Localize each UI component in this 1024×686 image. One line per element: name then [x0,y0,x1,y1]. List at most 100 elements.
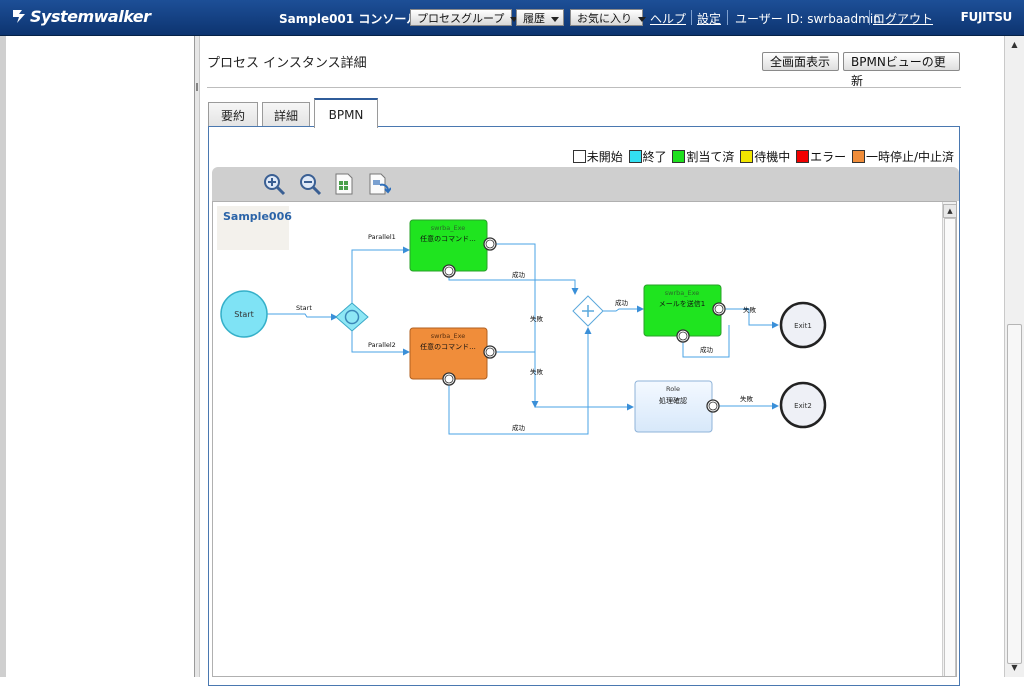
flow-label: 失敗 [740,394,754,403]
legend-not-started: 未開始 [572,148,623,165]
flow-start [267,313,338,321]
legend-label: 待機中 [754,150,791,164]
start-event-label: Start [234,310,254,319]
task-role: swrba_Exe [431,224,466,232]
legend-label: 割当て済 [686,150,735,164]
bpmn-canvas[interactable]: Sample006 Start Parallel1 [212,201,957,677]
page-vertical-scrollbar[interactable]: ▲ ▼ [1004,36,1024,677]
flow-parallel2 [351,327,410,356]
legend-completed: 終了 [628,148,667,165]
menu-favorites-label: お気に入り [577,12,632,25]
legend-swatch [740,150,754,163]
fit-page-icon[interactable] [332,172,356,196]
user-id-label: ユーザー ID: swrbaadmin [735,12,881,26]
legend-label: 一時停止/中止済 [865,150,954,164]
title-divider [207,87,961,88]
end-event-exit1[interactable] [779,301,827,349]
legend-swatch [572,150,586,163]
chevron-down-icon [510,16,519,22]
legend-swatch [672,150,686,163]
flow-label: 成功 [615,298,629,307]
export-icon[interactable] [367,172,391,196]
scroll-up-icon[interactable]: ▲ [1011,40,1018,49]
flow-label: Parallel2 [368,341,396,349]
flow-task3-failure [719,308,779,329]
navigation-pane [0,36,194,677]
end-event-label: Exit2 [794,402,812,410]
task-name: 処理確認 [659,396,687,405]
parallel-gateway[interactable] [335,302,369,332]
diagram-toolbar [212,167,959,201]
fujitsu-logo: FUJITSU [960,10,1013,24]
gateway-marker-icon [344,309,360,325]
refresh-bpmn-button[interactable]: BPMNビューの更新 [843,52,960,88]
settings-link[interactable]: 設定 [697,12,722,26]
scroll-thumb[interactable] [944,218,956,676]
menu-history[interactable]: 履歴 [516,9,564,26]
tab-details[interactable]: 詳細 [262,102,310,126]
legend-suspended: 一時停止/中止済 [851,148,954,165]
process-name: Sample006 [217,206,292,250]
end-event-exit2[interactable] [779,381,827,429]
flow-label: 失敗 [530,367,544,376]
task-name: メールを送信1 [659,299,705,308]
zoom-in-icon[interactable] [262,172,286,196]
fullscreen-button[interactable]: 全画面表示 [762,52,839,71]
scroll-up-icon[interactable]: ▲ [943,204,956,218]
canvas-vertical-scrollbar[interactable]: ▲ [942,202,956,676]
console-title: Sample001 コンソール [279,12,419,26]
pane-splitter[interactable]: ‖ [194,36,200,677]
scroll-down-icon[interactable]: ▼ [1011,663,1018,672]
zoom-out-icon[interactable] [298,172,322,196]
task-role: Role [666,385,680,393]
header-divider [869,10,870,25]
status-legend: 未開始 終了 割当て済 待機中 エラー 一時停止/中止済 [571,148,954,166]
splitter-grip-icon[interactable]: ‖ [195,82,199,91]
flow-join [602,305,644,313]
bpmn-diagram: Start Parallel1 Parallel2 成功 失敗 失敗 成功 成功… [220,219,827,435]
menu-history-label: 履歴 [523,12,545,25]
tab-bpmn[interactable]: BPMN [314,98,378,128]
end-event-label: Exit1 [794,322,812,330]
top-header: Systemwalker Sample001 コンソール プロセスグループ 履歴… [0,0,1024,36]
task-role: swrba_Exe [665,289,700,297]
menu-process-group-label: プロセスグループ [417,12,505,25]
flow-task2-failure [490,351,539,408]
flow-task3-success [682,325,730,358]
chevron-down-icon [551,16,559,22]
flow-label: 成功 [700,345,714,354]
flow-label: Parallel1 [368,233,396,241]
legend-waiting: 待機中 [740,148,790,165]
flow-label: 失敗 [530,314,544,323]
task-role: swrba_Exe [431,332,466,340]
task-name: 任意のコマンド... [420,342,476,351]
flow-task1-failure [490,243,634,411]
flow-label: 成功 [512,423,526,432]
flow-label: Start [296,304,312,312]
flow-label: 失敗 [743,305,757,314]
flow-parallel1 [351,246,410,305]
systemwalker-logo-icon [13,10,25,23]
legend-label: エラー [810,150,847,164]
flow-task2-success [448,327,592,435]
chevron-down-icon [638,16,646,22]
logout-link[interactable]: ログアウト [873,12,934,26]
legend-assigned: 割当て済 [672,148,734,165]
legend-label: 終了 [642,150,667,164]
flow-label: 成功 [512,270,526,279]
systemwalker-logo: Systemwalker [10,7,151,26]
menu-favorites[interactable]: お気に入り [570,9,646,26]
tab-summary[interactable]: 要約 [208,102,258,126]
legend-label: 未開始 [586,150,623,164]
menu-process-group[interactable]: プロセスグループ [410,9,519,26]
start-event[interactable] [220,290,268,338]
brand-name: Systemwalker [30,7,151,26]
scroll-thumb[interactable] [1007,324,1022,664]
legend-swatch [851,150,865,163]
header-divider [691,10,692,25]
help-link[interactable]: ヘルプ [650,12,687,26]
legend-error: エラー [796,148,846,165]
task-name: 任意のコマンド... [420,234,476,243]
legend-swatch [796,150,810,163]
header-divider [727,10,728,25]
